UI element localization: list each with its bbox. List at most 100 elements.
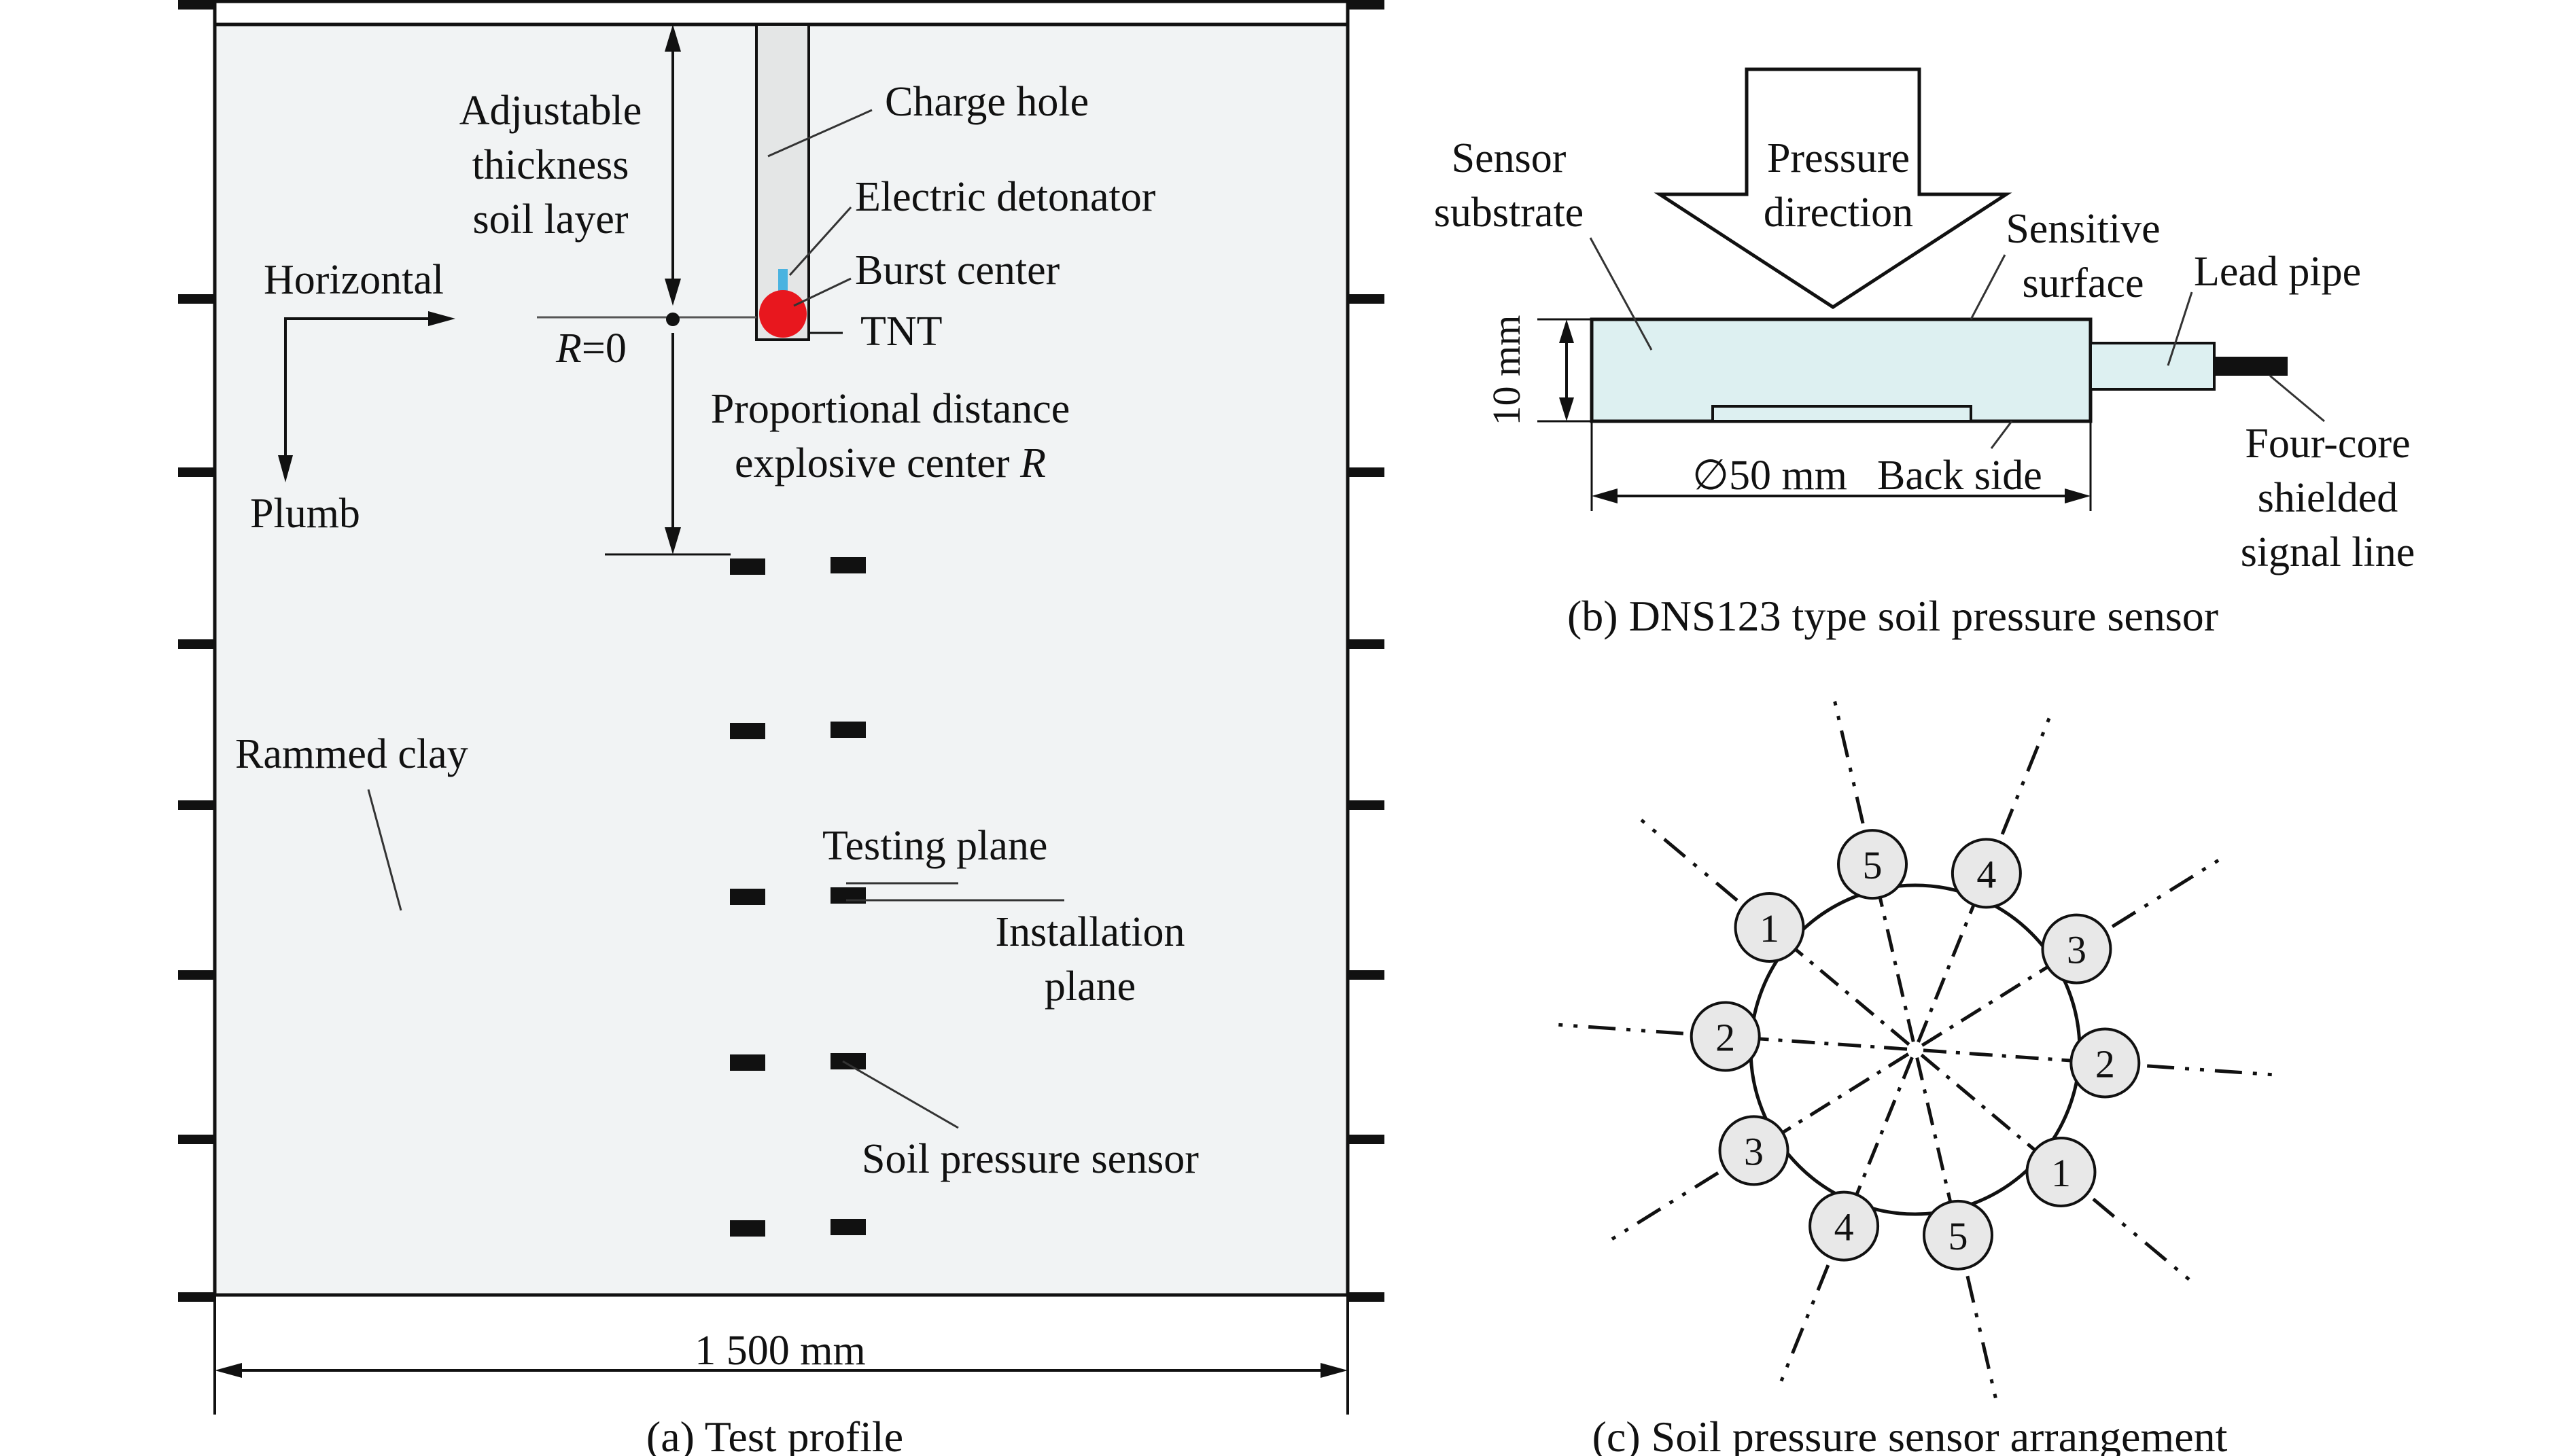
arrangement-ray-outer <box>2111 853 2229 928</box>
arrangement-ray <box>1920 1053 2079 1188</box>
sensor <box>831 722 866 738</box>
sensor-node-number: 2 <box>2095 1042 2115 1086</box>
arrangement-ray <box>1921 936 2096 1047</box>
sensor <box>831 1053 866 1069</box>
arrangement-ray-outer <box>1548 1022 1684 1035</box>
lead-pipe <box>2089 342 2216 391</box>
arrangement-ray <box>1703 1033 1908 1051</box>
label-diameter: ∅50 mm <box>1692 452 1847 499</box>
sensor-node <box>1734 892 1805 963</box>
label-plumb: Plumb <box>250 491 360 537</box>
sensor <box>730 558 765 575</box>
arrangement-rays <box>1548 690 2283 1409</box>
label-burst-center: Burst center <box>855 247 1060 294</box>
sensor-node-number: 2 <box>1715 1015 1735 1059</box>
label-width: 1 500 mm <box>695 1328 865 1374</box>
label-thickness: thickness <box>472 142 629 188</box>
sensor <box>831 1219 866 1235</box>
sensor-node <box>2025 1136 2097 1207</box>
sensor <box>730 1054 765 1071</box>
sensor-leader-lines <box>1589 237 2325 449</box>
arrangement-ray <box>1923 1048 2127 1067</box>
sensor-node-number: 1 <box>2051 1151 2071 1195</box>
label-plane: plane <box>1045 963 1136 1010</box>
leader-lines <box>367 109 1064 1129</box>
sensor <box>730 1220 765 1237</box>
sensor-arrangement-panel: 5 4 3 2 1 5 4 3 2 1 (c) Soil pressure sensor arra… <box>1548 690 2283 1456</box>
test-profile-panel: Adjustable thickness soil layer Charge h… <box>178 0 1384 1456</box>
label-sensitive: Sensitive <box>2006 206 2160 252</box>
label-tnt: TNT <box>860 308 943 355</box>
sensor-node-number: 4 <box>1976 852 1996 896</box>
label-r-zero: R=0 <box>555 325 627 372</box>
sensor-node <box>1690 1001 1761 1072</box>
sensor <box>730 723 765 739</box>
label-thickness-10mm: 10 mm <box>1484 315 1528 426</box>
sensor-node <box>1922 1199 1993 1271</box>
label-soil-layer: soil layer <box>473 196 629 243</box>
sensor-node-number: 3 <box>2067 928 2086 972</box>
label-signal-line: signal line <box>2241 529 2415 575</box>
label-explosive-center: explosive center R <box>735 440 1046 486</box>
label-testing-plane: Testing plane <box>822 823 1047 869</box>
label-surface: surface <box>2023 260 2144 306</box>
diameter-dimension <box>1590 421 2092 511</box>
arrangement-ray <box>1915 1057 1965 1257</box>
label-sensor: Sensor <box>1452 135 1567 181</box>
sensor-node-number: 5 <box>1948 1214 1968 1258</box>
caption-b: (b) DNS123 type soil pressure sensor <box>1567 592 2218 640</box>
sensor-node <box>1808 1190 1880 1262</box>
sensor-detail-panel: Sensor substrate Pressure direction Sens… <box>1434 67 2415 640</box>
arrangement-ray-outer <box>1632 811 1738 902</box>
sensor <box>831 557 866 573</box>
label-back-side: Back side <box>1877 452 2042 499</box>
sensor <box>730 889 765 905</box>
sensor-node <box>1837 829 1908 900</box>
arrangement-ray <box>1734 1052 1910 1164</box>
arrangement-ray-outer <box>2092 1197 2199 1288</box>
adjustable-layer-arrow <box>665 24 681 306</box>
arrangement-ray <box>1834 1057 1914 1247</box>
sensor-node <box>2041 913 2112 984</box>
label-electric-detonator: Electric detonator <box>855 174 1156 220</box>
top-strip <box>213 0 1350 26</box>
arrangement-ray-outer <box>1775 1264 1830 1392</box>
label-lead-pipe: Lead pipe <box>2194 249 2361 295</box>
sensor-node <box>2069 1027 2141 1099</box>
sensor-node-number: 3 <box>1744 1129 1764 1173</box>
label-rammed-clay: Rammed clay <box>235 731 468 777</box>
label-shielded: shielded <box>2258 475 2398 521</box>
label-horizontal: Horizontal <box>264 257 444 303</box>
sensor-node <box>1718 1115 1789 1186</box>
arrangement-ray-outer <box>1830 690 1865 824</box>
sensor-node <box>1951 838 2022 909</box>
pressure-direction-arrow <box>1654 67 2012 309</box>
back-plate <box>1711 405 1972 423</box>
side-ticks <box>178 0 1384 1302</box>
caption-a: (a) Test profile <box>646 1413 903 1456</box>
label-adjustable: Adjustable <box>459 88 642 134</box>
sensor-node-number: 5 <box>1863 843 1883 887</box>
arrangement-ray-outer <box>2000 707 2055 835</box>
arrangement-ray-outer <box>1602 1171 1719 1247</box>
label-installation: Installation <box>996 909 1185 955</box>
arrangement-ray-outer <box>1965 1275 2000 1409</box>
proportional-distance-arrow <box>605 333 731 556</box>
width-dimension <box>215 1363 1348 1378</box>
arrangement-ray <box>1751 912 1910 1046</box>
caption-c: (c) Soil pressure sensor arrangement <box>1592 1413 2228 1456</box>
tnt-charge <box>759 290 807 338</box>
direction-axes <box>278 311 455 482</box>
label-direction: direction <box>1764 190 1913 236</box>
label-pressure: Pressure <box>1767 135 1910 181</box>
label-charge-hole: Charge hole <box>885 79 1089 125</box>
label-soil-pressure-sensor: Soil pressure sensor <box>862 1136 1199 1182</box>
arrangement-ray <box>1917 852 1997 1043</box>
arrangement-ray-outer <box>2146 1064 2283 1078</box>
label-four-core: Four-core <box>2245 421 2410 467</box>
sensor-node-number: 1 <box>1760 906 1779 951</box>
sensor-node-number: 4 <box>1834 1205 1854 1249</box>
thickness-dimension <box>1537 318 1592 423</box>
arrangement-nodes: 5 4 3 2 1 5 4 3 2 1 <box>1690 829 2141 1271</box>
